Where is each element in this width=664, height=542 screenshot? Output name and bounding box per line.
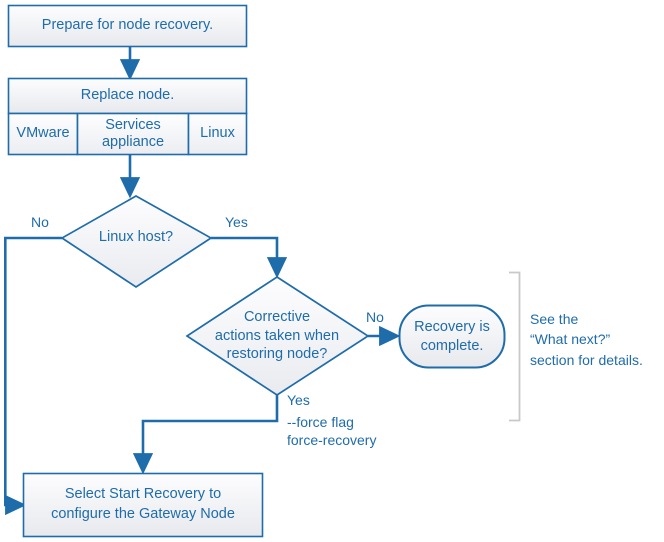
- node-replace-option-vmware: [7, 112, 79, 156]
- node-recovery-complete-box: [398, 304, 506, 369]
- edge-label-linux-host-yes: Yes: [225, 214, 248, 230]
- node-prepare-box: [7, 4, 248, 48]
- edge-label-corrective-no: No: [366, 309, 384, 325]
- node-corrective-actions-diamond: [185, 275, 370, 397]
- edge-label-corrective-yes: Yes: [287, 392, 310, 408]
- node-replace-box: [7, 77, 248, 115]
- what-next-annotation: See the “What next?” section for details…: [530, 311, 643, 368]
- node-linux-host-diamond: [60, 195, 213, 289]
- edge-linux-host-no: [4, 236, 62, 516]
- what-next-bracket: [509, 271, 521, 422]
- node-start-recovery-box: [22, 472, 264, 538]
- node-replace-option-services-appliance: [76, 112, 190, 156]
- edge-linux-host-yes: [211, 236, 288, 279]
- edge-label-linux-host-no: No: [31, 214, 49, 230]
- edge-label-force-flag: --force flag force-recovery: [287, 414, 377, 448]
- edge-corrective-yes: [132, 395, 279, 475]
- node-replace-option-linux: [187, 112, 248, 156]
